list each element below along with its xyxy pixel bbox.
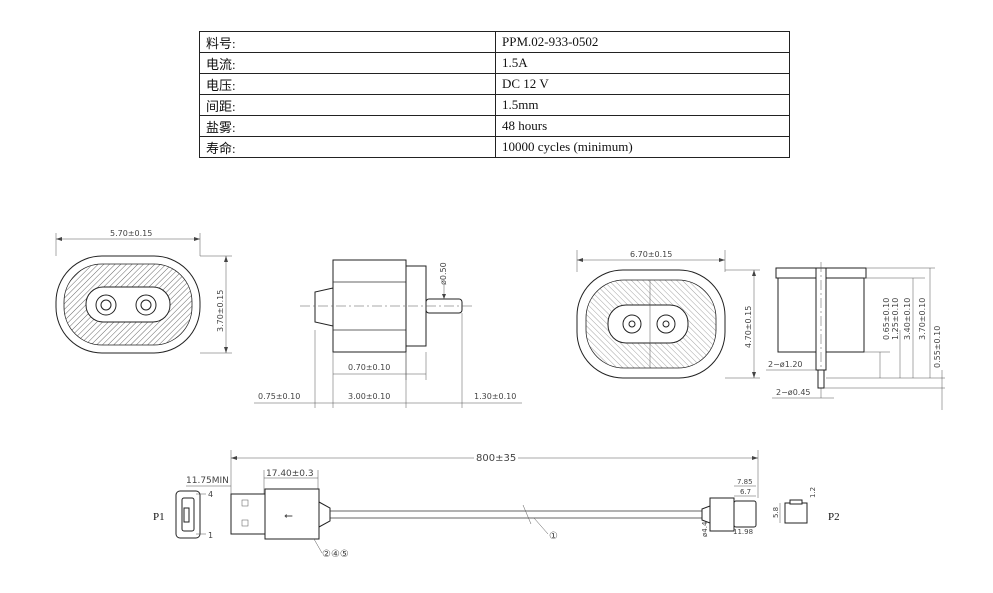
width-dim-left: 5.70±0.15 [110, 229, 152, 238]
callout-b: ① [549, 531, 558, 542]
spec-row: 寿命:10000 cycles (minimum) [199, 136, 790, 158]
pin-1-label: 1 [208, 531, 213, 540]
p2-body [709, 497, 735, 532]
pin-b-dim: 2−ø0.45 [776, 388, 811, 397]
pin-a-dim: 2−ø1.20 [768, 360, 803, 369]
p2-dim-3: 11.98 [733, 528, 753, 536]
profile-pin [817, 369, 825, 389]
p2-side-body [784, 502, 808, 524]
step-dim: 0.70±0.10 [348, 363, 390, 372]
vdim-3-70: 3.70±0.10 [918, 298, 927, 340]
vdim-0-65: 0.65±0.10 [882, 298, 891, 340]
cable-length: 800±35 [476, 453, 516, 464]
spec-row: 电压:DC 12 V [199, 73, 790, 95]
front-view-right: 6.70±0.15 4.70±0.15 [576, 250, 760, 379]
usb-overmold [264, 488, 320, 540]
min-len: 11.75MIN [186, 476, 229, 486]
usb-trident-icon: ⭠ [284, 509, 293, 522]
callout-a: ②④⑤ [322, 549, 349, 560]
height-dim-right: 4.70±0.15 [744, 306, 753, 348]
pin-dia-dim: ø0.50 [439, 262, 448, 285]
cable-assembly: 800±35 11.75MIN 17.40±0.3 P1 4 1 ⭠ ① ②④⑤ [153, 450, 840, 560]
spec-row: 盐雾:48 hours [199, 115, 790, 137]
p1-label: P1 [153, 511, 165, 523]
pin-4-label: 4 [208, 490, 213, 499]
p2-dim-6: 1.2 [809, 487, 817, 498]
side-view: ø0.50 0.70±0.10 0.75±0.10 3.00±0.10 1.30… [254, 259, 522, 408]
front-view-left: 5.70±0.15 3.70±0.15 [55, 229, 232, 354]
p2-dim-5: 5.8 [772, 507, 780, 518]
spec-key: 寿命: [199, 136, 496, 158]
p2-label: P2 [828, 511, 840, 523]
dim-0-75: 0.75±0.10 [258, 392, 300, 401]
p2-dim-4: ø4.4 [701, 521, 709, 537]
p2-dim-1: 7.85 [737, 478, 753, 486]
p2-dim-2: 6.7 [740, 488, 751, 496]
dim-1-30: 1.30±0.10 [474, 392, 516, 401]
vdim-3-40: 3.40±0.10 [903, 298, 912, 340]
height-dim-left: 3.70±0.15 [216, 290, 225, 332]
spec-key: 电压: [199, 73, 496, 95]
plug-len: 17.40±0.3 [266, 469, 314, 479]
profile-view: 0.65±0.10 1.25±0.10 3.40±0.10 3.70±0.10 … [766, 262, 945, 410]
spec-value: 10000 cycles (minimum) [495, 136, 790, 158]
vdim-1-25: 1.25±0.10 [891, 298, 900, 340]
vdim-0-55: 0.55±0.10 [933, 326, 942, 368]
dim-3-00: 3.00±0.10 [348, 392, 390, 401]
width-dim-right: 6.70±0.15 [630, 250, 672, 259]
